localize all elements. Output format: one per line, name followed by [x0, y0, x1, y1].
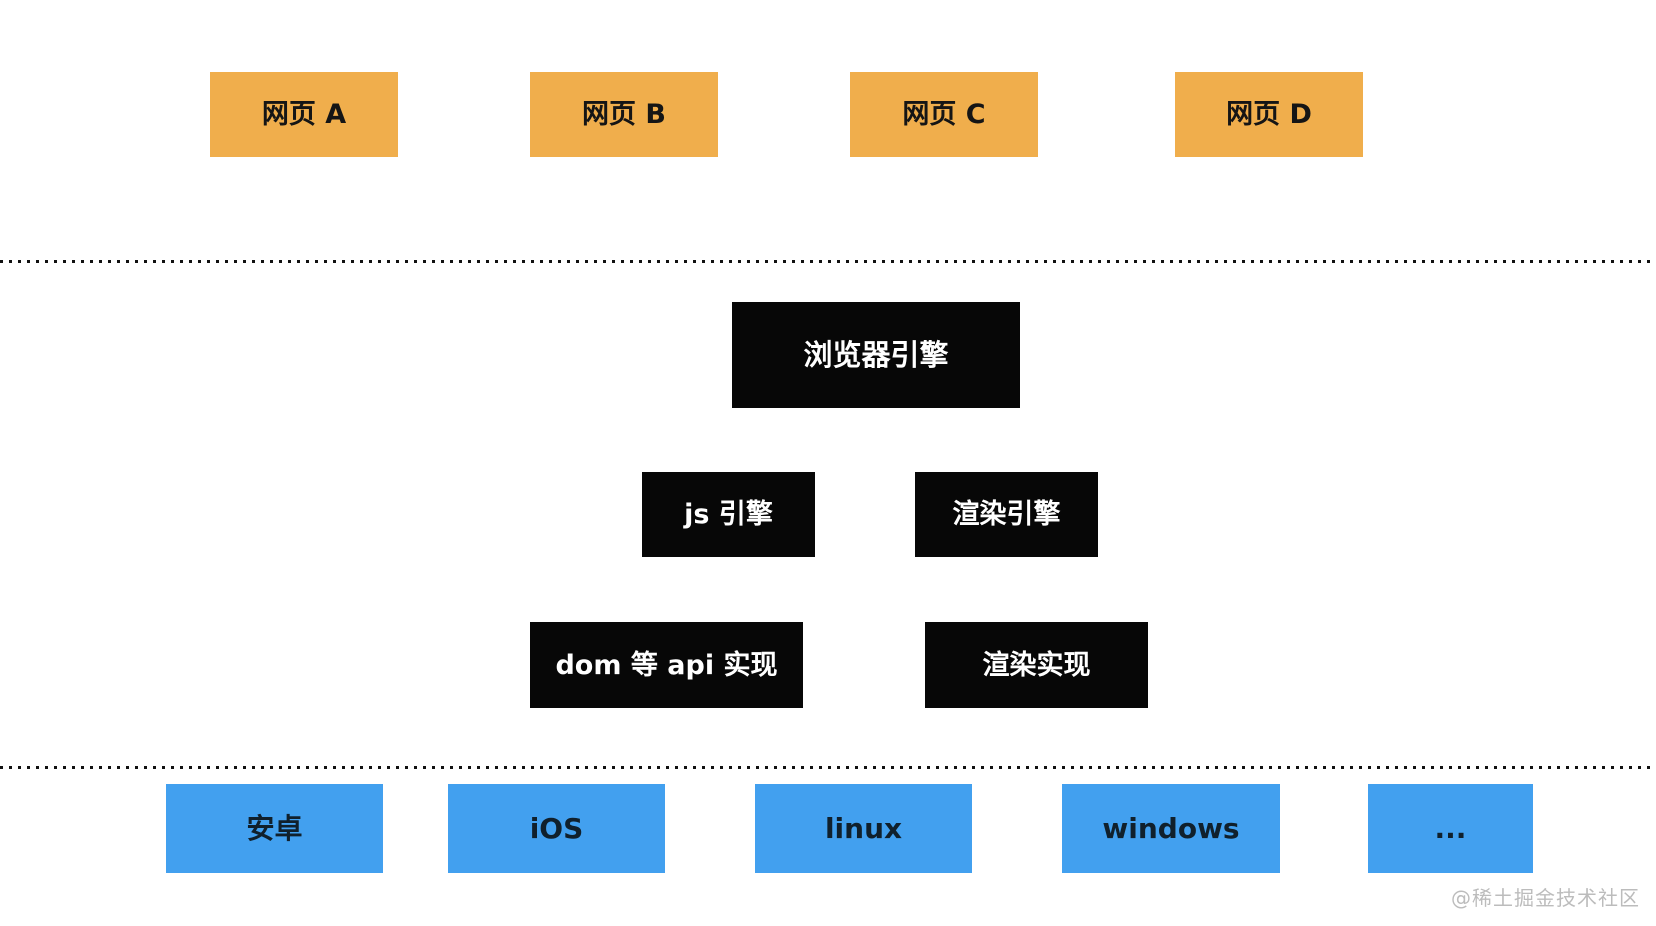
node-platform-linux: linux [755, 784, 972, 873]
node-js-engine: js 引擎 [642, 472, 815, 557]
node-platform-windows: windows [1062, 784, 1280, 873]
node-render-engine: 渲染引擎 [915, 472, 1098, 557]
watermark-juejin-community: @稀土掘金技术社区 [1451, 886, 1640, 910]
node-platform-ios: iOS [448, 784, 665, 873]
node-webpage-d: 网页 D [1175, 72, 1363, 157]
separator-dotted-bottom [0, 766, 1656, 769]
node-webpage-a: 网页 A [210, 72, 398, 157]
node-dom-api-implementation: dom 等 api 实现 [530, 622, 803, 708]
node-webpage-b: 网页 B [530, 72, 718, 157]
node-platform-ellipsis: ... [1368, 784, 1533, 873]
node-browser-engine: 浏览器引擎 [732, 302, 1020, 408]
node-platform-android: 安卓 [166, 784, 383, 873]
node-webpage-c: 网页 C [850, 72, 1038, 157]
node-render-implementation: 渲染实现 [925, 622, 1148, 708]
separator-dotted-top [0, 260, 1656, 263]
